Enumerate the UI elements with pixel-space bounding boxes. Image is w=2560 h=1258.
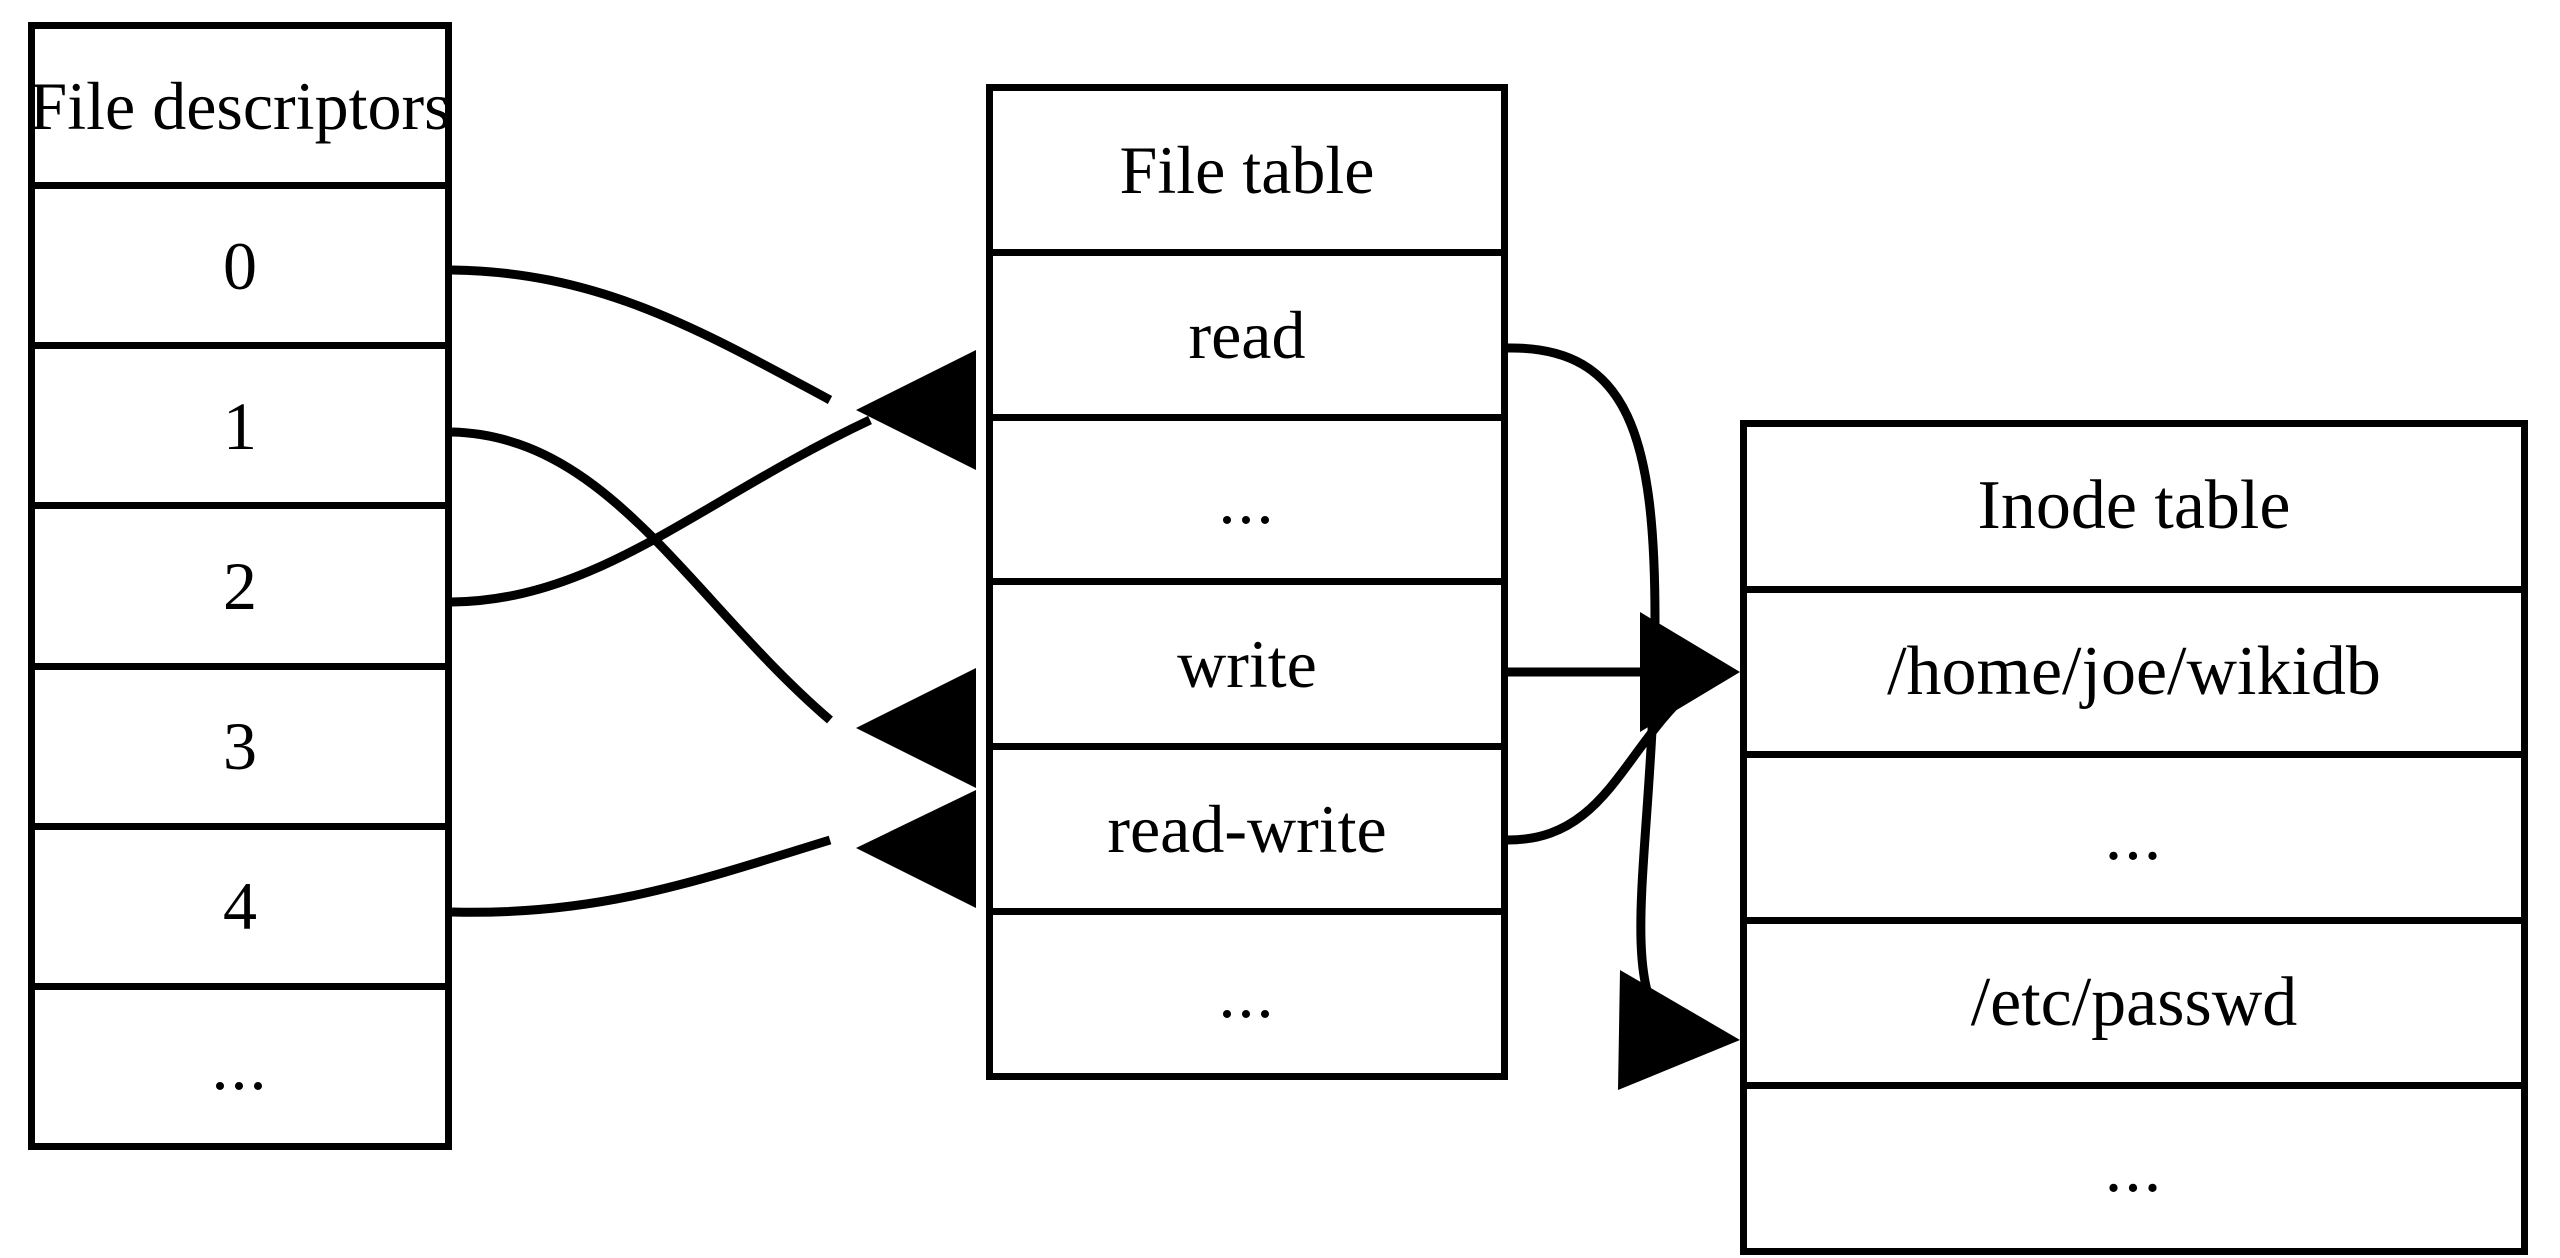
arrow-read-write-to-wikidb-path — [1507, 696, 1684, 845]
fd-row-4: 4 — [35, 829, 445, 990]
file-table-row-ellipsis-1: ... — [993, 420, 1501, 586]
arrow-fd0-to-read — [451, 265, 976, 470]
file-table: File table read ... write read-write ... — [986, 84, 1508, 1080]
file-table-header: File table — [993, 91, 1501, 256]
fd-row-ellipsis: ... — [35, 989, 445, 1143]
inode-table: Inode table /home/joe/wikidb ... /etc/pa… — [1740, 420, 2528, 1255]
file-table-row-write: write — [993, 585, 1501, 751]
inode-table-header: Inode table — [1747, 427, 2521, 593]
arrow-fd4-to-read-write-head — [856, 790, 976, 908]
arrow-fd0-to-read-head — [856, 350, 976, 470]
arrow-fd1-to-write-path — [451, 427, 833, 724]
arrow-fd0-to-read-path — [451, 265, 833, 404]
arrow-read-to-etc-passwd-head — [1618, 970, 1740, 1090]
inode-row-home-joe-wikidb: /home/joe/wikidb — [1747, 592, 2521, 759]
arrow-read-write-to-wikidb — [1507, 696, 1684, 845]
file-descriptors-header: File descriptors — [29, 29, 451, 190]
inode-row-etc-passwd: /etc/passwd — [1747, 923, 2521, 1090]
file-table-row-read: read — [993, 255, 1501, 421]
arrow-fd4-to-read-write — [451, 790, 976, 917]
file-table-row-read-write: read-write — [993, 750, 1501, 916]
fd-row-1: 1 — [35, 349, 445, 510]
fd-row-2: 2 — [35, 509, 445, 670]
file-descriptors-table: File descriptors 0 1 2 3 4 ... — [28, 22, 452, 1150]
arrow-fd1-to-write — [451, 427, 976, 788]
arrow-write-to-wikidb — [1508, 612, 1740, 732]
file-table-row-ellipsis-2: ... — [993, 915, 1501, 1073]
inode-row-ellipsis-2: ... — [1747, 1089, 2521, 1248]
arrow-fd2-to-read-path — [451, 415, 872, 607]
arrow-fd1-to-write-head — [856, 668, 976, 788]
arrow-write-to-wikidb-head — [1640, 612, 1740, 732]
inode-row-ellipsis-1: ... — [1747, 758, 2521, 924]
fd-row-0: 0 — [35, 189, 445, 350]
arrow-read-to-etc-passwd-path — [1507, 343, 1664, 1025]
arrow-read-to-etc-passwd — [1507, 343, 1740, 1090]
arrow-fd4-to-read-write-path — [451, 835, 832, 917]
fd-row-3: 3 — [35, 669, 445, 830]
arrow-fd2-to-read — [451, 415, 872, 607]
